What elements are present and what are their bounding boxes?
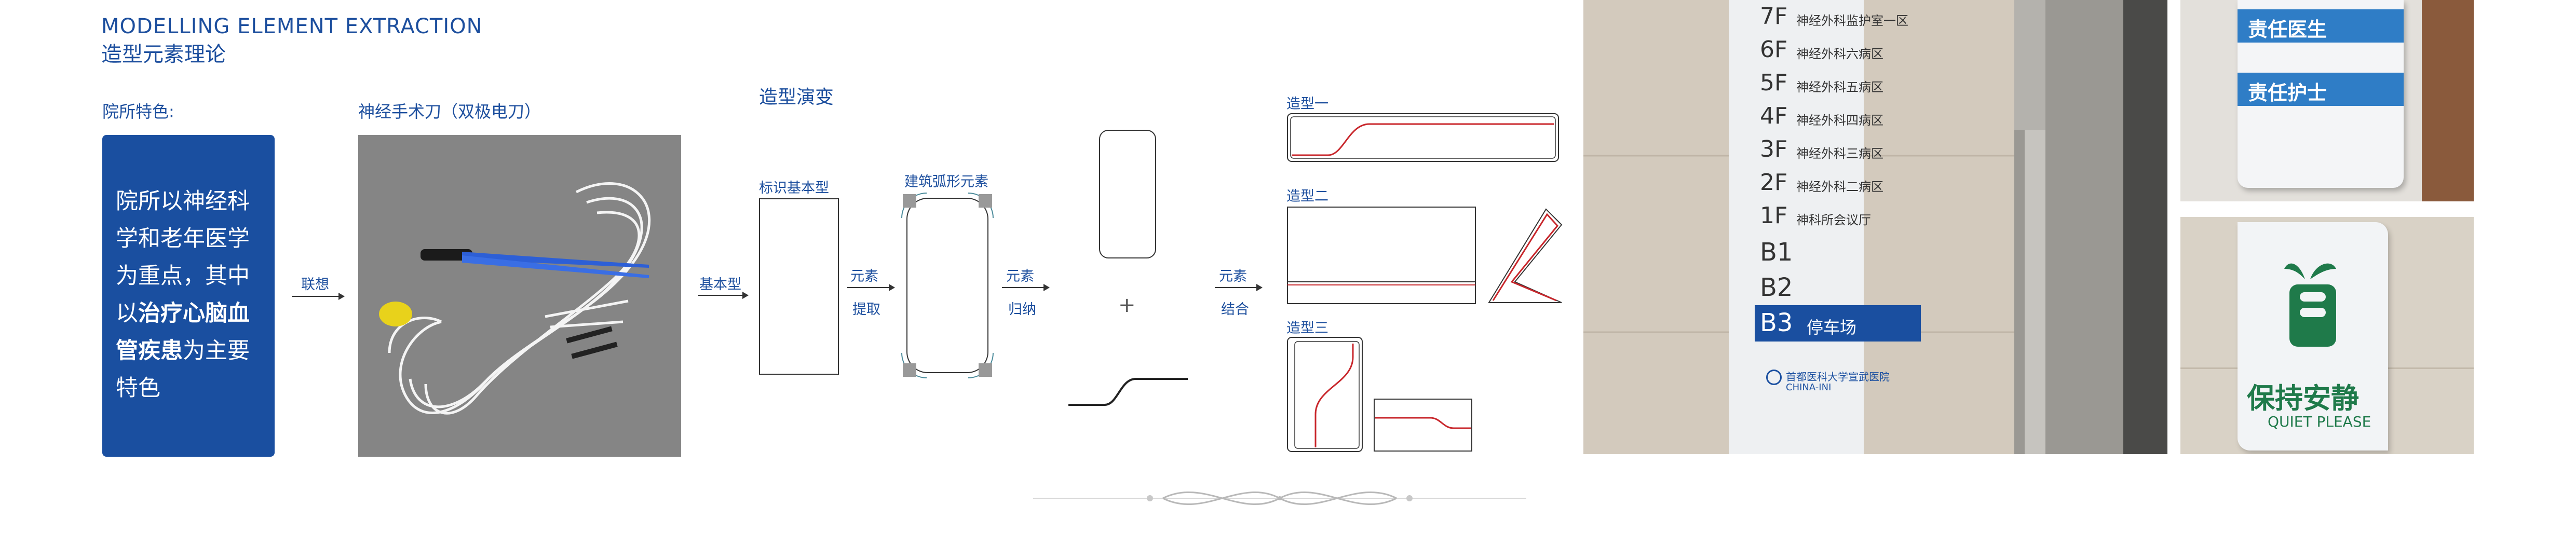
model1-shape bbox=[1287, 113, 1559, 162]
instrument-label: 神经手术刀（双极电刀） bbox=[358, 102, 541, 121]
combine-arrow bbox=[1215, 284, 1263, 291]
instrument-photo bbox=[358, 135, 681, 457]
floor-directory: 7F 神经外科监护室一区 6F 神经外科六病区 5F 神经外科五病区 4F 神经… bbox=[1755, 0, 1921, 393]
basic-type-label: 标识基本型 bbox=[759, 180, 829, 196]
arch-element-label: 建筑弧形元素 bbox=[904, 174, 988, 190]
shush-hand-icon bbox=[2284, 263, 2336, 347]
basic-rectangle-shape bbox=[759, 198, 839, 375]
hospital-logo-sub: CHINA-INI bbox=[1786, 382, 1832, 393]
combine-label-2: 结合 bbox=[1221, 302, 1249, 318]
association-label: 联想 bbox=[301, 277, 329, 293]
features-label: 院所特色: bbox=[102, 102, 174, 121]
extract-label-2: 提取 bbox=[852, 302, 880, 318]
floor-5f-text: 神经外科五病区 bbox=[1796, 80, 1883, 94]
floor-7f: 7F bbox=[1760, 3, 1788, 30]
quiet-sign-photo: 保持安静 QUIET PLEASE bbox=[2180, 217, 2474, 454]
floor-6f: 6F bbox=[1760, 36, 1788, 63]
floor-2f-text: 神经外科二病区 bbox=[1796, 180, 1883, 194]
floor-b3: B3 bbox=[1760, 308, 1793, 337]
decorative-divider bbox=[1033, 492, 1526, 505]
floor-3f-text: 神经外科三病区 bbox=[1796, 146, 1883, 161]
model3-shape bbox=[1287, 337, 1363, 452]
floor-2f: 2F bbox=[1760, 169, 1788, 196]
floor-b3-bar bbox=[1755, 305, 1921, 342]
basic-type-arrow bbox=[698, 292, 749, 299]
floor-b1: B1 bbox=[1760, 238, 1793, 267]
model1-label: 造型一 bbox=[1286, 96, 1328, 112]
model3-card-shape bbox=[1374, 399, 1472, 452]
directory-sign-photo: 7F 神经外科监护室一区 6F 神经外科六病区 5F 神经外科五病区 4F 神经… bbox=[1583, 0, 2167, 454]
curve-element-shape bbox=[1068, 378, 1188, 406]
arch-element-shape bbox=[901, 193, 994, 378]
evolution-title: 造型演变 bbox=[759, 87, 834, 108]
floor-b3-text: 停车场 bbox=[1807, 318, 1857, 337]
duty-sign-board: 责任医生 责任护士 bbox=[2238, 0, 2404, 188]
title-en: MODELLING ELEMENT EXTRACTION bbox=[101, 15, 483, 38]
floor-6f-text: 神经外科六病区 bbox=[1796, 47, 1883, 61]
nurse-bar bbox=[2238, 73, 2404, 106]
features-box: 院所以神经科学和老年医学为重点，其中以治疗心脑血管疾患为主要特色 bbox=[102, 135, 275, 457]
quiet-sign-board: 保持安静 QUIET PLEASE bbox=[2238, 222, 2388, 451]
floor-4f: 4F bbox=[1760, 103, 1788, 129]
summarize-arrow bbox=[1002, 284, 1050, 291]
door-frame bbox=[2422, 0, 2474, 201]
rounded-rectangle-shape bbox=[1099, 130, 1156, 258]
duty-sign-photo: 责任医生 责任护士 bbox=[2180, 0, 2474, 201]
model3-label: 造型三 bbox=[1286, 320, 1328, 336]
wall-background bbox=[1583, 0, 2167, 454]
model2-label: 造型二 bbox=[1286, 188, 1328, 204]
features-text-pre: 院所以神经科学和老年医学为重点，其中以 bbox=[116, 188, 250, 326]
features-text-post: 为主要特色 bbox=[116, 338, 250, 401]
plus-sign: + bbox=[1118, 293, 1136, 317]
model2-side-view bbox=[1488, 208, 1563, 303]
floor-1f: 1F bbox=[1760, 202, 1788, 229]
extract-arrow bbox=[847, 284, 895, 291]
bipolar-forceps-image bbox=[379, 182, 650, 415]
features-text-bold: 治疗心脑血管疾患 bbox=[116, 301, 250, 364]
association-arrow bbox=[292, 293, 345, 300]
basic-type-arrow-label: 基本型 bbox=[699, 277, 741, 293]
model2-shape bbox=[1287, 207, 1476, 304]
summarize-label-1: 元素 bbox=[1006, 268, 1034, 284]
floor-1f-text: 神科所会议厅 bbox=[1796, 213, 1871, 227]
doctor-label: 责任医生 bbox=[2248, 18, 2327, 41]
hospital-logo-text: 首都医科大学宣武医院 bbox=[1786, 371, 1890, 383]
hospital-logo-icon bbox=[1766, 370, 1782, 385]
floor-4f-text: 神经外科四病区 bbox=[1796, 113, 1883, 128]
quiet-sign-cn: 保持安静 bbox=[2247, 382, 2359, 415]
nurse-label: 责任护士 bbox=[2248, 81, 2327, 104]
doctor-bar bbox=[2238, 9, 2404, 43]
extract-label-1: 元素 bbox=[850, 268, 878, 284]
floor-5f: 5F bbox=[1760, 70, 1788, 96]
summarize-label-2: 归纳 bbox=[1008, 302, 1036, 318]
floor-7f-text: 神经外科监护室一区 bbox=[1796, 13, 1908, 28]
floor-3f: 3F bbox=[1760, 136, 1788, 162]
combine-label-1: 元素 bbox=[1219, 268, 1247, 284]
floor-b2: B2 bbox=[1760, 273, 1793, 302]
title-cn: 造型元素理论 bbox=[101, 43, 226, 66]
quiet-sign-en: QUIET PLEASE bbox=[2268, 413, 2371, 430]
